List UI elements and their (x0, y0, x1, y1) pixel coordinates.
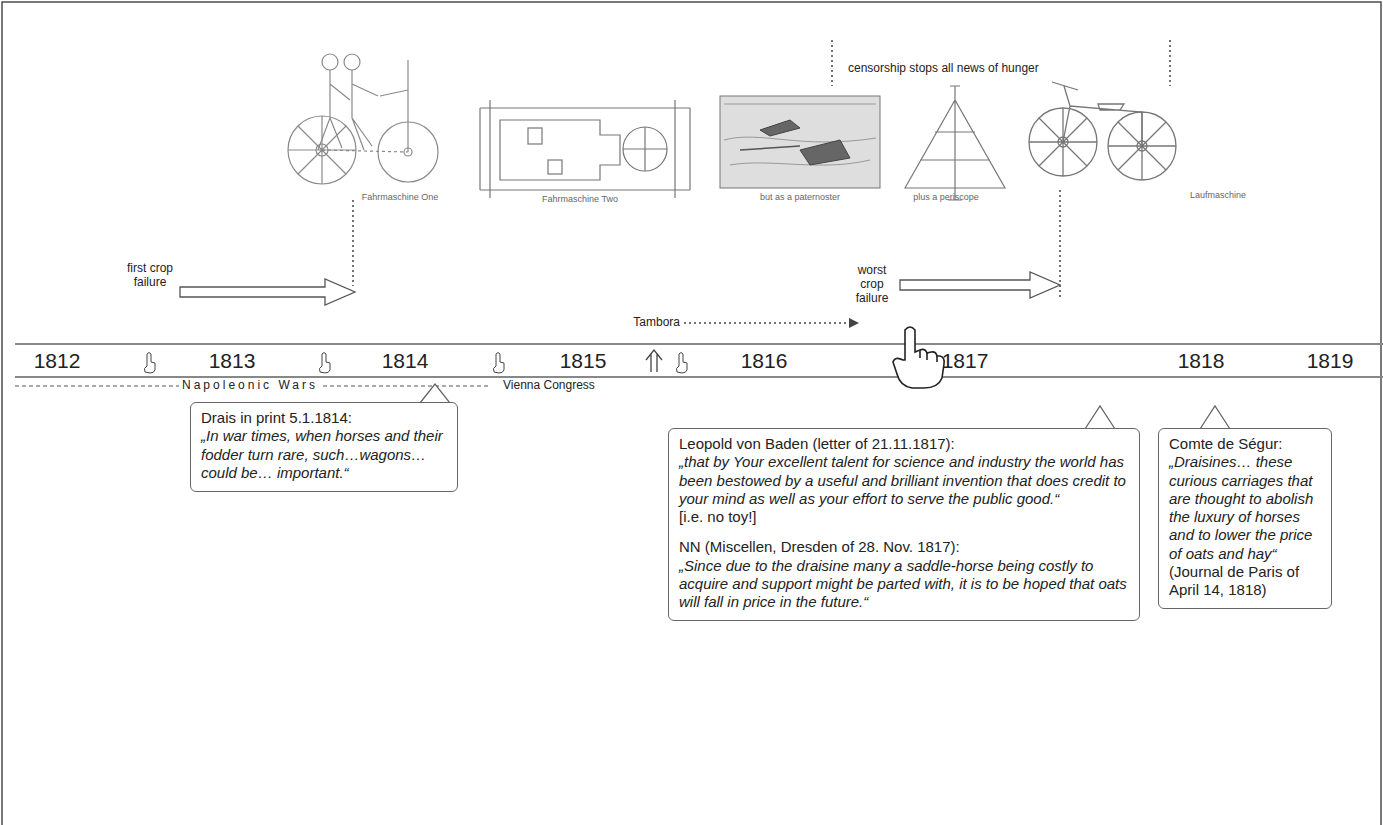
year-label: 1815 (560, 349, 607, 373)
quote-text: „that by Your excellent talent for scien… (679, 453, 1129, 508)
timeline-label: censorship stops all news of hunger (848, 62, 1039, 76)
year-label: 1819 (1307, 349, 1354, 373)
timeline-label: Fahrmaschine Two (542, 194, 618, 204)
timeline-label: plus a periscope (913, 192, 979, 202)
timeline-label: Vienna Congress (500, 379, 598, 393)
fahrmaschine-one-drawing (288, 54, 438, 184)
source-text: [i.e. no toy!] (679, 508, 1129, 526)
timeline-rail (15, 343, 1383, 345)
dotted-arrow (684, 322, 858, 324)
periscope-drawing (905, 86, 1005, 200)
hollow-arrow (180, 279, 355, 305)
year-label: 1813 (209, 349, 256, 373)
quote-callout: Comte de Ségur:„Draisines… these curious… (1158, 428, 1332, 609)
quote-text: „In war times, when horses and their fod… (201, 427, 447, 482)
year-label: 1812 (34, 349, 81, 373)
timeline-label: worst crop failure (849, 264, 895, 305)
dotted-leader (1169, 40, 1171, 86)
timeline-rail (15, 376, 1383, 378)
double-up-arrow (646, 350, 662, 372)
source-text: Leopold von Baden (letter of 21.11.1817)… (679, 435, 1129, 453)
year-label: 1817 (942, 349, 989, 373)
hollow-arrow (900, 272, 1060, 298)
timeline-label: Tambora (633, 316, 680, 330)
timeline-label: first crop failure (127, 262, 173, 290)
timeline-label: Laufmaschine (1190, 190, 1246, 200)
year-label: 1816 (741, 349, 788, 373)
source-text: Comte de Ségur: (1169, 435, 1321, 453)
pointing-hand (893, 327, 944, 388)
quote-text: „Draisines… these curious carriages that… (1169, 453, 1321, 563)
source-text: NN (Miscellen, Dresden of 28. Nov. 1817)… (679, 538, 1129, 556)
dotted-leader (831, 40, 833, 86)
quote-callout: Drais in print 5.1.1814:„In war times, w… (190, 402, 458, 492)
year-label: 1814 (382, 349, 429, 373)
timeline-label: but as a paternoster (760, 192, 840, 202)
callout-tail (1200, 406, 1230, 429)
callout-tail (420, 384, 450, 403)
callout-tail (1085, 406, 1115, 429)
fahrmaschine-two-drawing (480, 100, 690, 198)
quote-callout: Leopold von Baden (letter of 21.11.1817)… (668, 428, 1140, 621)
laufmaschine-drawing (1029, 82, 1176, 180)
dotted-leader (352, 200, 354, 286)
timeline-label: Fahrmaschine One (362, 192, 439, 202)
source-text: Drais in print 5.1.1814: (201, 409, 447, 427)
year-label: 1818 (1178, 349, 1225, 373)
timeline-label: Napoleonic Wars (179, 379, 321, 393)
quote-text: „Since due to the draisine many a saddle… (679, 557, 1129, 612)
source-text: (Journal de Paris of April 14, 1818) (1169, 563, 1321, 600)
dotted-leader (1059, 190, 1061, 300)
paternoster-picture (720, 96, 880, 188)
